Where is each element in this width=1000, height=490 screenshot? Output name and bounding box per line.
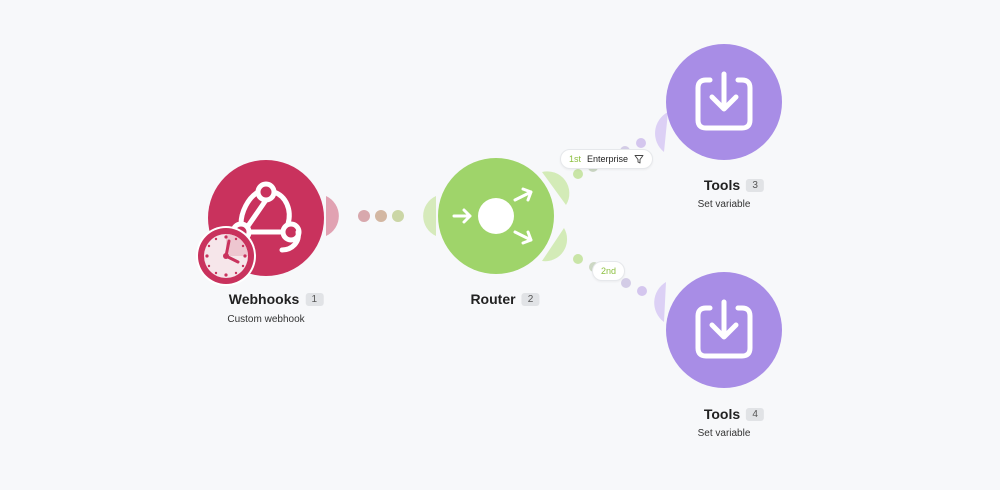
route-order: 2nd: [601, 266, 617, 276]
module-number: 4: [746, 407, 765, 421]
module-subtitle: Set variable: [697, 199, 751, 210]
link-dot: [358, 210, 370, 222]
download-icon: [695, 299, 753, 359]
link-dot: [636, 138, 646, 148]
webhooks-out-handle: [326, 196, 339, 236]
module-number: 1: [305, 292, 324, 306]
router-in-handle: [423, 196, 436, 236]
filter-icon: [634, 155, 644, 164]
webhooks-module[interactable]: [208, 160, 324, 276]
module-label[interactable]: Router 2: [470, 291, 540, 307]
module-name: Tools: [703, 177, 741, 193]
route-filter-2[interactable]: 2nd: [592, 261, 626, 281]
route-label: Enterprise: [587, 154, 629, 164]
link-dot: [637, 286, 647, 296]
module-name: Tools: [703, 406, 741, 422]
link-dot: [573, 254, 583, 264]
link-dot: [392, 210, 404, 222]
module-label[interactable]: Tools 4: [703, 406, 765, 422]
module-name: Router: [470, 291, 516, 307]
module-name: Webhooks: [228, 291, 300, 307]
link-dot: [375, 210, 387, 222]
tools3-in-handle: [655, 112, 668, 152]
tools-module-4[interactable]: [666, 272, 782, 388]
download-icon: [695, 71, 753, 131]
module-label[interactable]: Webhooks 1: [229, 291, 324, 307]
clock-icon[interactable]: [196, 226, 256, 286]
module-subtitle: Custom webhook: [227, 314, 305, 325]
tools-module-3[interactable]: [666, 44, 782, 160]
module-number: 2: [521, 292, 540, 306]
link-dot: [573, 169, 583, 179]
router-out-handle-1: [542, 171, 570, 205]
route-filter-1[interactable]: 1st Enterprise: [560, 149, 654, 169]
router-module[interactable]: [438, 158, 554, 274]
link-dot: [621, 278, 631, 288]
router-out-handle-2: [542, 228, 568, 262]
module-subtitle: Set variable: [697, 428, 751, 439]
module-label[interactable]: Tools 3: [703, 177, 765, 193]
router-icon: [452, 187, 533, 245]
tools4-in-handle: [654, 282, 666, 322]
module-number: 3: [746, 178, 765, 192]
route-order: 1st: [569, 154, 582, 164]
